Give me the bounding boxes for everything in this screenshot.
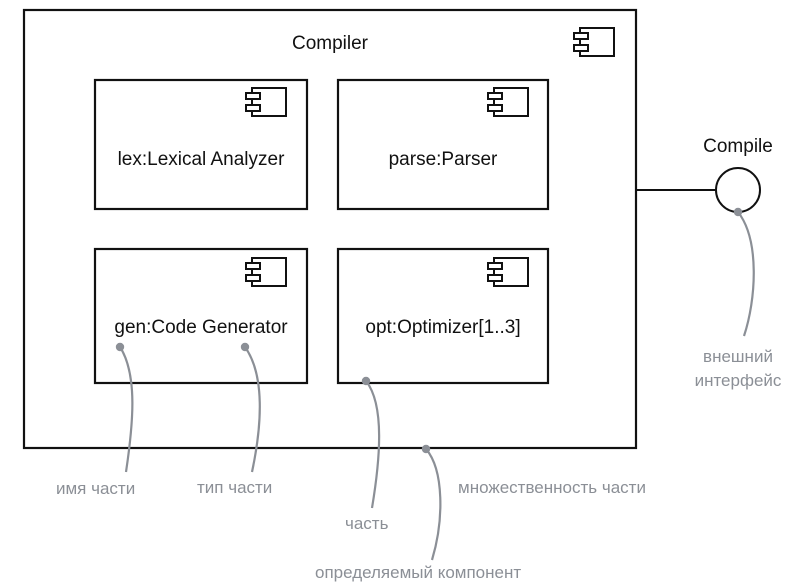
component-icon (573, 27, 615, 57)
annotation-part-multiplicity: множественность части (458, 478, 646, 497)
annotation-external-interface-line1: внешний (703, 347, 773, 366)
anchor-dot (240, 342, 250, 352)
leader-part-type (244, 346, 261, 473)
annotation-part-type: тип части (197, 478, 273, 497)
leader-part-name (119, 346, 134, 473)
part-label-gen: gen:Code Generator (114, 317, 288, 338)
part-label-lex: lex:Lexical Analyzer (117, 149, 285, 170)
annotation-part: часть (345, 514, 389, 533)
part-box-opt (336, 247, 550, 385)
anchor-dot (115, 342, 125, 352)
part-label-opt: opt:Optimizer[1..3] (365, 317, 521, 338)
part-box-lex (93, 78, 309, 211)
interface-circle (715, 167, 761, 213)
annotation-part-name: имя части (56, 479, 136, 498)
interface-label: Compile (703, 136, 773, 157)
leader-part-multiplicity (425, 448, 442, 561)
compiler-component-box (22, 8, 638, 450)
anchor-dot (421, 444, 431, 454)
leader-external-interface (737, 211, 755, 337)
annotation-external-interface-line2: интерфейс (694, 371, 782, 390)
part-box-parse (336, 78, 550, 211)
leader-part (365, 380, 381, 509)
component-icon (245, 87, 287, 117)
part-label-parse: parse:Parser (388, 149, 498, 170)
component-title: Compiler (291, 33, 369, 54)
component-icon (487, 257, 529, 287)
component-icon (487, 87, 529, 117)
anchor-dot (361, 376, 371, 386)
annotation-defined-component: определяемый компонент (315, 563, 522, 582)
anchor-dot (733, 207, 743, 217)
part-box-gen (93, 247, 309, 385)
component-icon (245, 257, 287, 287)
